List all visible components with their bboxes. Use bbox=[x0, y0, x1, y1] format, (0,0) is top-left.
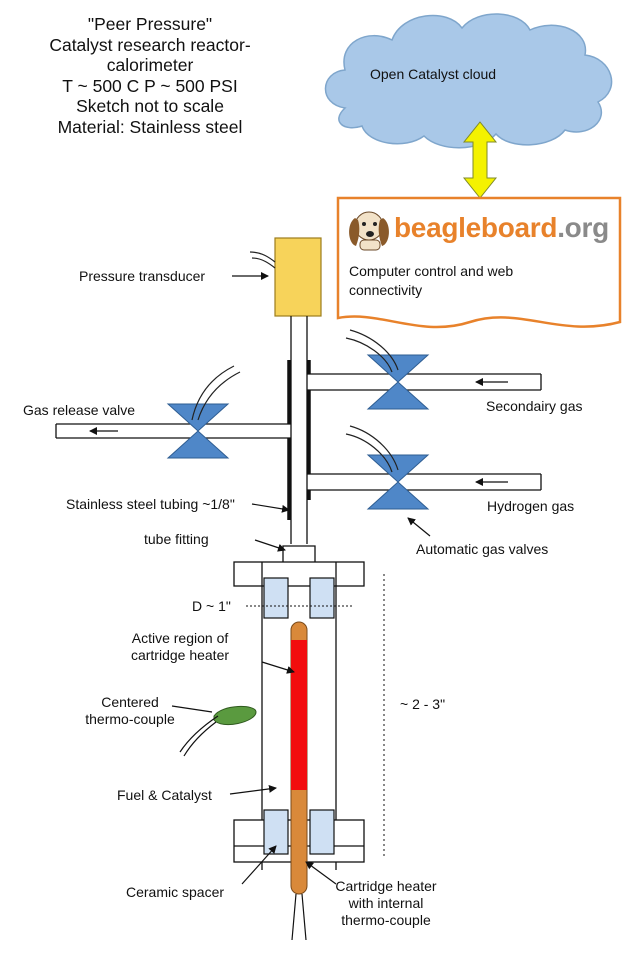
logo-beagle: beagle bbox=[394, 212, 481, 243]
active-region-line-2: cartridge heater bbox=[130, 647, 230, 663]
height-label: ~ 2 - 3" bbox=[400, 696, 446, 712]
title-block: "Peer Pressure" Catalyst research reacto… bbox=[0, 14, 300, 138]
title-line-2: Catalyst research reactor- bbox=[49, 34, 251, 55]
title-line-6: Material: Stainless steel bbox=[57, 116, 243, 137]
cartridge-heater-line-3: thermo-couple bbox=[341, 912, 431, 928]
stainless-tubing bbox=[55, 316, 542, 544]
active-region-label: Active region of cartridge heater bbox=[100, 630, 260, 664]
beagleboard-logo: beagleboard.org bbox=[394, 212, 609, 244]
title-line-1: "Peer Pressure" bbox=[87, 14, 213, 34]
cartridge-heater bbox=[290, 621, 308, 941]
pressure-transducer-label: Pressure transducer bbox=[79, 268, 206, 284]
pressure-transducer bbox=[274, 237, 322, 317]
cartridge-heater-label: Cartridge heater with internal thermo-co… bbox=[318, 878, 454, 929]
secondary-gas-label: Secondairy gas bbox=[486, 398, 583, 414]
centered-tc-line-2: thermo-couple bbox=[85, 711, 175, 727]
cartridge-heater-line-2: with internal bbox=[348, 895, 424, 911]
gas-release-valve-label: Gas release valve bbox=[23, 402, 136, 418]
logo-board: board bbox=[480, 212, 558, 243]
beagle-dog-icon bbox=[349, 211, 389, 251]
centered-thermocouple-label: Centered thermo-couple bbox=[72, 694, 188, 728]
automatic-valves-label: Automatic gas valves bbox=[416, 541, 549, 557]
gas-release-valve-icon bbox=[166, 365, 241, 459]
beagleboard-panel bbox=[336, 196, 622, 329]
active-region-line-1: Active region of bbox=[131, 630, 229, 646]
cloud-label: Open Catalyst cloud bbox=[370, 66, 497, 82]
tube-fitting-label: tube fitting bbox=[144, 531, 209, 547]
hydrogen-gas-valve-icon bbox=[345, 425, 430, 510]
logo-org: .org bbox=[557, 212, 609, 243]
secondary-gas-valve-icon bbox=[345, 329, 430, 410]
ceramic-spacer-label: Ceramic spacer bbox=[126, 884, 225, 900]
title-line-4: T ~ 500 C P ~ 500 PSI bbox=[62, 75, 238, 96]
title-line-5: Sketch not to scale bbox=[76, 96, 224, 117]
stainless-tubing-label: Stainless steel tubing ~1/8" bbox=[66, 496, 235, 512]
beagleboard-description: Computer control and web connectivity bbox=[349, 263, 514, 298]
centered-tc-line-1: Centered bbox=[101, 694, 159, 710]
thermocouple-icon bbox=[179, 706, 257, 757]
fuel-catalyst-label: Fuel & Catalyst bbox=[117, 787, 212, 803]
cartridge-heater-line-1: Cartridge heater bbox=[335, 878, 437, 894]
cloud-shape bbox=[324, 13, 613, 149]
title-line-3: calorimeter bbox=[106, 55, 194, 76]
hydrogen-gas-label: Hydrogen gas bbox=[487, 498, 575, 514]
ceramic-spacer-bottom bbox=[263, 809, 335, 855]
ceramic-spacer-top bbox=[263, 577, 335, 619]
diameter-label: D ~ 1" bbox=[192, 598, 231, 614]
